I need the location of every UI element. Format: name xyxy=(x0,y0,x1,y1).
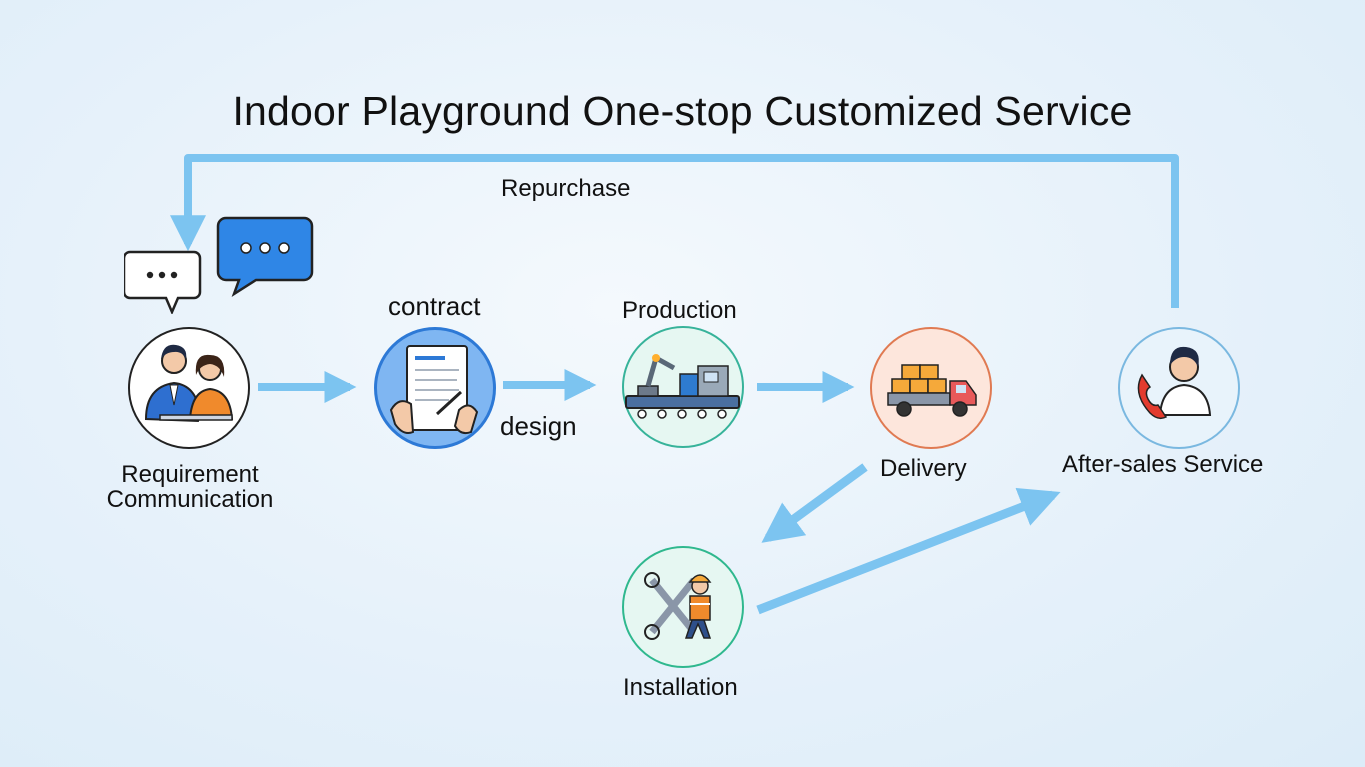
contract-node xyxy=(374,327,496,449)
design-label: design xyxy=(500,411,577,441)
arrow-installation-to-after-sales xyxy=(756,487,1061,615)
requirement-communication-label: Requirement Communication xyxy=(106,461,274,513)
signing-document-icon xyxy=(389,345,479,435)
contract-label: contract xyxy=(388,291,481,321)
support-phone-icon xyxy=(1137,346,1212,420)
requirement-communication-node xyxy=(128,327,250,449)
repurchase-loop-arrow xyxy=(170,154,1179,308)
production-node xyxy=(622,326,744,448)
speech-bubbles-icon xyxy=(124,216,314,314)
meeting-people-icon xyxy=(144,344,234,423)
delivery-label: Delivery xyxy=(880,455,967,482)
delivery-truck-icon xyxy=(887,364,977,417)
production-label: Production xyxy=(622,297,737,324)
arrow-delivery-to-installation xyxy=(761,463,868,543)
diagram-title: Indoor Playground One-stop Customized Se… xyxy=(232,88,1133,134)
after-sales-service-node xyxy=(1118,327,1240,449)
installation-label: Installation xyxy=(623,674,738,701)
worker-wrench-icon xyxy=(644,572,712,640)
delivery-node xyxy=(870,327,992,449)
after-sales-service-label: After-sales Service xyxy=(1062,451,1264,478)
factory-robot-icon xyxy=(625,354,740,419)
installation-node xyxy=(622,546,744,668)
repurchase-label: Repurchase xyxy=(501,175,631,202)
